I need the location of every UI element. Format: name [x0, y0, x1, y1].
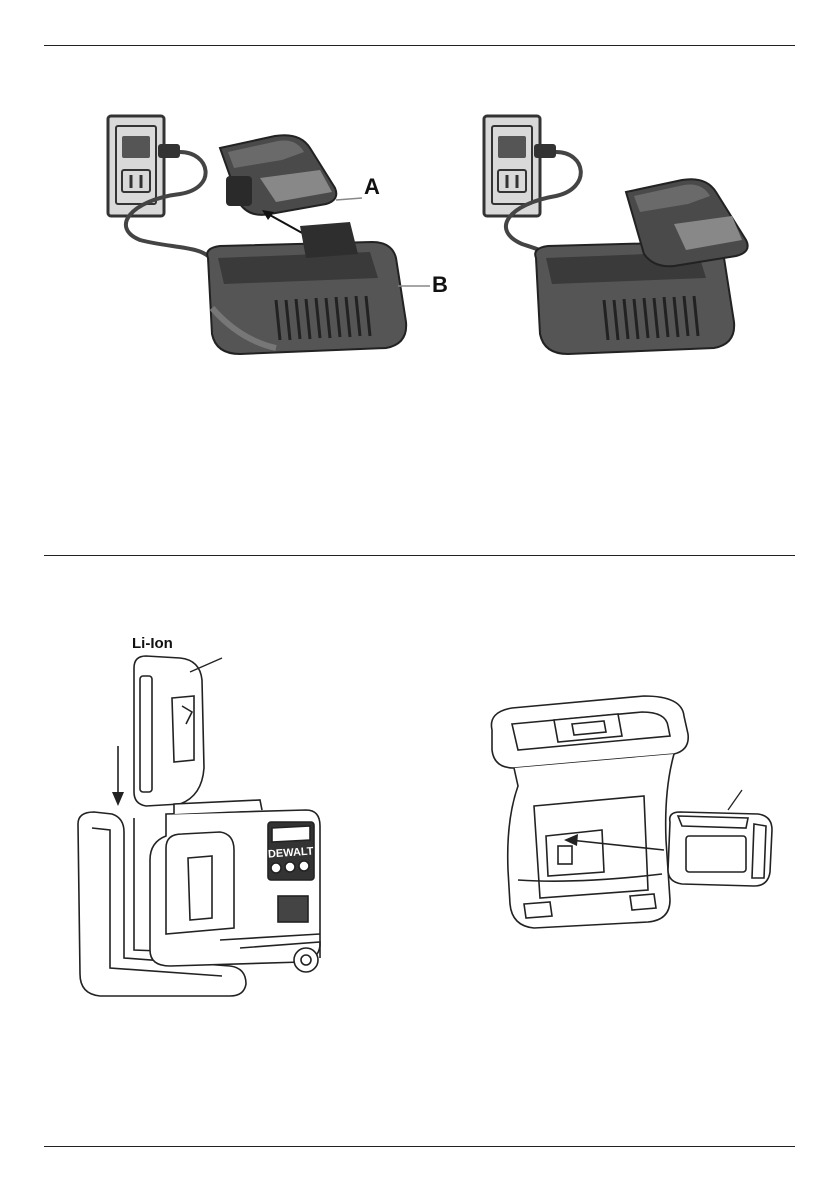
charger-base-b — [207, 222, 406, 354]
battery-pack-a — [220, 135, 336, 215]
callout-b: B — [432, 272, 448, 297]
callout-a: A — [364, 174, 380, 199]
rotary-laser-housing — [491, 696, 688, 928]
wall-outlet-icon — [108, 116, 180, 216]
rotary-laser-battery-illustration — [478, 690, 778, 952]
bottom-rule — [44, 1146, 795, 1147]
wall-outlet-icon — [484, 116, 556, 216]
charger-battery-separate-illustration: A B — [100, 108, 460, 360]
laser-tool-body — [150, 800, 320, 966]
battery-pack — [668, 812, 772, 886]
line-laser-battery-illustration: Li-Ion DEWALT — [70, 628, 340, 1000]
knob-icon — [294, 948, 318, 972]
li-ion-battery — [134, 656, 204, 806]
charger-battery-inserted-illustration — [478, 108, 768, 360]
top-rule — [44, 45, 795, 46]
battery-pack-inserted — [626, 179, 748, 266]
li-ion-label: Li-Ion — [132, 635, 173, 652]
middle-rule — [44, 555, 795, 556]
insert-down-arrow — [112, 746, 124, 806]
